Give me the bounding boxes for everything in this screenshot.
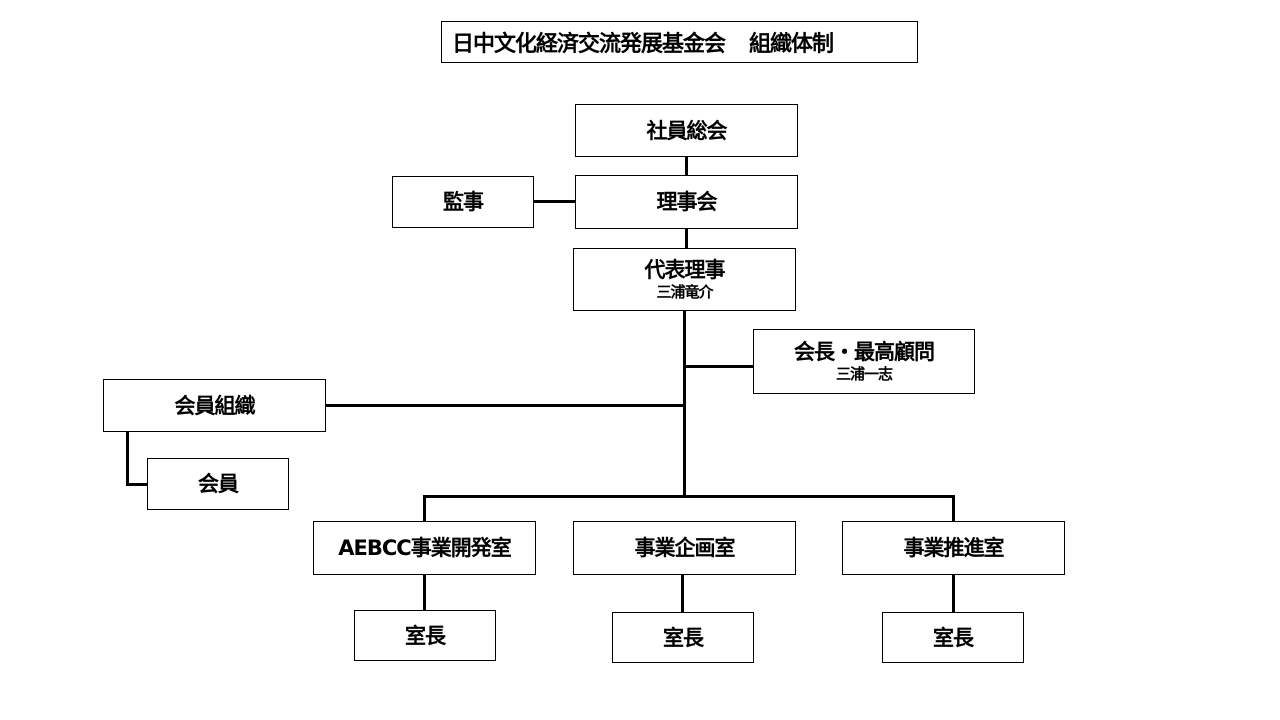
- connector-departments-bar: [423, 495, 955, 498]
- node-department-head-planning: 室長: [612, 612, 754, 663]
- node-representative-director: 代表理事 三浦竜介: [573, 248, 796, 311]
- node-department-planning: 事業企画室: [573, 521, 796, 575]
- chart-title: 日中文化経済交流発展基金会 組織体制: [441, 21, 918, 63]
- node-department-aebcc: AEBCC事業開発室: [313, 521, 536, 575]
- node-label: 監事: [443, 190, 484, 214]
- node-label: 会員組織: [174, 393, 256, 418]
- node-label: 事業推進室: [903, 536, 1005, 560]
- connector-dept3-head: [952, 574, 955, 613]
- node-label: 室長: [933, 625, 974, 650]
- connector-assembly-board: [685, 156, 688, 176]
- node-label: 社員総会: [646, 118, 728, 143]
- node-chairman-advisor: 会長・最高顧問 三浦一志: [753, 329, 975, 394]
- node-label: 室長: [405, 623, 446, 648]
- node-department-head-promotion: 室長: [882, 612, 1024, 663]
- node-auditor: 監事: [392, 176, 534, 228]
- connector-dept3-drop: [952, 495, 955, 522]
- node-board: 理事会: [575, 175, 798, 229]
- connector-member-vertical: [126, 431, 129, 486]
- title-suffix: 組織体制: [749, 32, 834, 57]
- node-label: 代表理事: [644, 257, 726, 282]
- title-main: 日中文化経済交流発展基金会: [452, 32, 726, 57]
- connector-member-organization: [325, 404, 685, 407]
- node-person-name: 三浦一志: [835, 364, 893, 383]
- node-label: 室長: [663, 625, 704, 650]
- node-label: AEBCC事業開発室: [338, 536, 511, 560]
- node-label: 会長・最高顧問: [794, 339, 935, 364]
- node-label: 会員: [198, 472, 239, 496]
- node-member-organization: 会員組織: [103, 379, 326, 432]
- node-label: 事業企画室: [634, 536, 736, 560]
- connector-main-trunk: [683, 310, 686, 497]
- connector-dept1-head: [423, 574, 426, 611]
- connector-dept1-drop: [423, 495, 426, 522]
- node-department-head-aebcc: 室長: [354, 610, 496, 661]
- node-label: 理事会: [656, 190, 718, 214]
- connector-member-horizontal: [126, 483, 148, 486]
- node-member: 会員: [147, 458, 289, 510]
- connector-board-representative: [685, 228, 688, 249]
- connector-chairman: [683, 365, 754, 368]
- connector-dept2-head: [681, 574, 684, 613]
- connector-auditor-board: [533, 200, 576, 203]
- node-department-promotion: 事業推進室: [842, 521, 1065, 575]
- node-person-name: 三浦竜介: [656, 282, 713, 301]
- node-general-assembly: 社員総会: [575, 104, 798, 157]
